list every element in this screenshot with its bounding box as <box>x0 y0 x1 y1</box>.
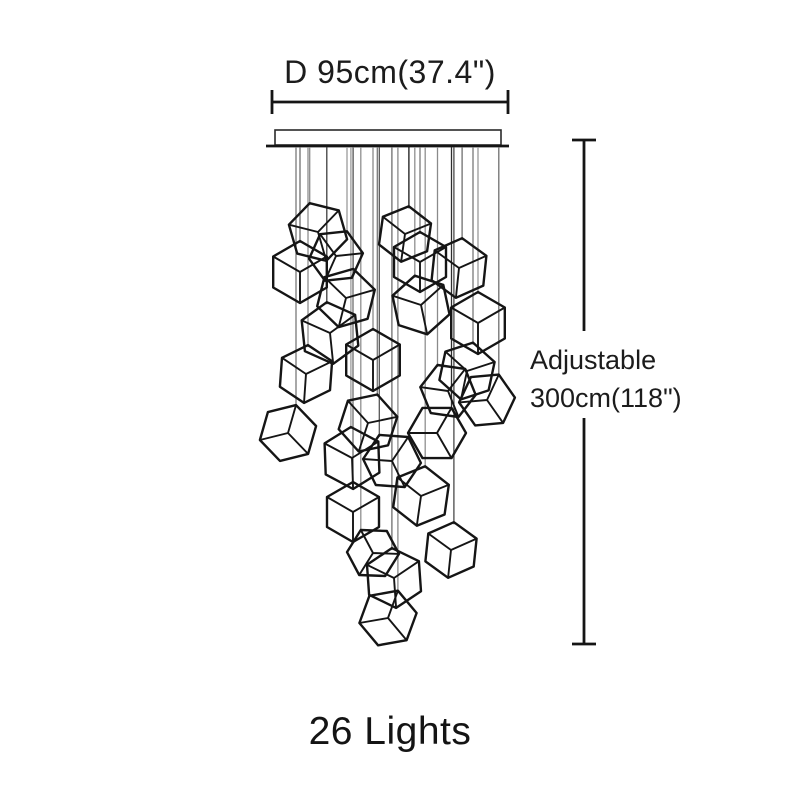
cube-pendant <box>337 393 399 453</box>
height-dimension-label-line2: 300cm(118") <box>530 383 682 414</box>
cube-pendant-inner-edges <box>281 356 334 404</box>
cube-pendant <box>300 301 360 365</box>
cube-pendant-inner-edges <box>458 373 505 424</box>
width-dimension-label: D 95cm(37.4") <box>284 54 496 90</box>
cube-pendant <box>406 406 468 460</box>
cube-pendant <box>278 343 334 405</box>
height-dimension-label-line1: Adjustable <box>530 345 657 375</box>
cube-pendant <box>345 528 401 578</box>
cube-pendant-inner-edges <box>381 215 432 263</box>
cube-pendant <box>345 327 401 393</box>
canopy-body <box>274 129 502 146</box>
cube-pendant-inner-edges <box>258 404 310 455</box>
cube-pendant <box>424 521 478 579</box>
cube-pendant-inner-edges <box>326 496 380 543</box>
cube-pendants <box>258 202 517 647</box>
cube-pendant-inner-edges <box>433 249 488 299</box>
cube-pendant-inner-edges <box>366 560 420 609</box>
cube-pendant <box>392 230 448 294</box>
cube-pendant <box>287 202 349 262</box>
cube-pendant-inner-edges <box>358 589 408 642</box>
cube-pendant-inner-edges <box>300 313 357 365</box>
cube-pendant <box>391 274 451 336</box>
cube-pendant <box>361 433 423 489</box>
cube-pendant <box>430 237 488 299</box>
cube-pendant-inner-edges <box>419 367 467 418</box>
cube-pendant <box>392 465 450 527</box>
cube-pendant-inner-edges <box>427 532 478 579</box>
lights-count-label: 26 Lights <box>308 710 472 753</box>
cube-pendant <box>272 239 328 305</box>
height-dimension-line <box>572 138 596 646</box>
suspension-wires <box>295 147 500 593</box>
cube-pendant-inner-edges <box>323 276 376 329</box>
cube-pendant <box>316 267 376 329</box>
cube-pendant <box>307 230 365 282</box>
height-dimension-label: Adjustable 300cm(118") <box>530 341 700 418</box>
cube-pendant <box>325 480 381 544</box>
cube-pendant <box>438 341 496 401</box>
cube-pendant <box>419 363 477 419</box>
cube-pendant-inner-edges <box>396 476 450 527</box>
cube-pendant <box>457 373 517 427</box>
cube-pendant <box>358 589 418 647</box>
width-dimension-line <box>270 90 510 114</box>
cube-pendant <box>377 205 433 263</box>
cube-pendant-inner-edges <box>391 283 445 336</box>
cube-pendant <box>450 290 506 356</box>
cube-pendant-inner-edges <box>345 343 401 392</box>
cube-pendant-inner-edges <box>450 306 506 355</box>
cube-pendant-inner-edges <box>407 406 453 460</box>
cube-pendant <box>323 425 381 491</box>
cube-pendant-inner-edges <box>272 255 328 304</box>
cube-pendant <box>258 403 318 463</box>
cube-pendant-inner-edges <box>358 529 400 576</box>
cube-pendant-inner-edges <box>346 399 399 453</box>
ceiling-canopy <box>266 129 509 148</box>
